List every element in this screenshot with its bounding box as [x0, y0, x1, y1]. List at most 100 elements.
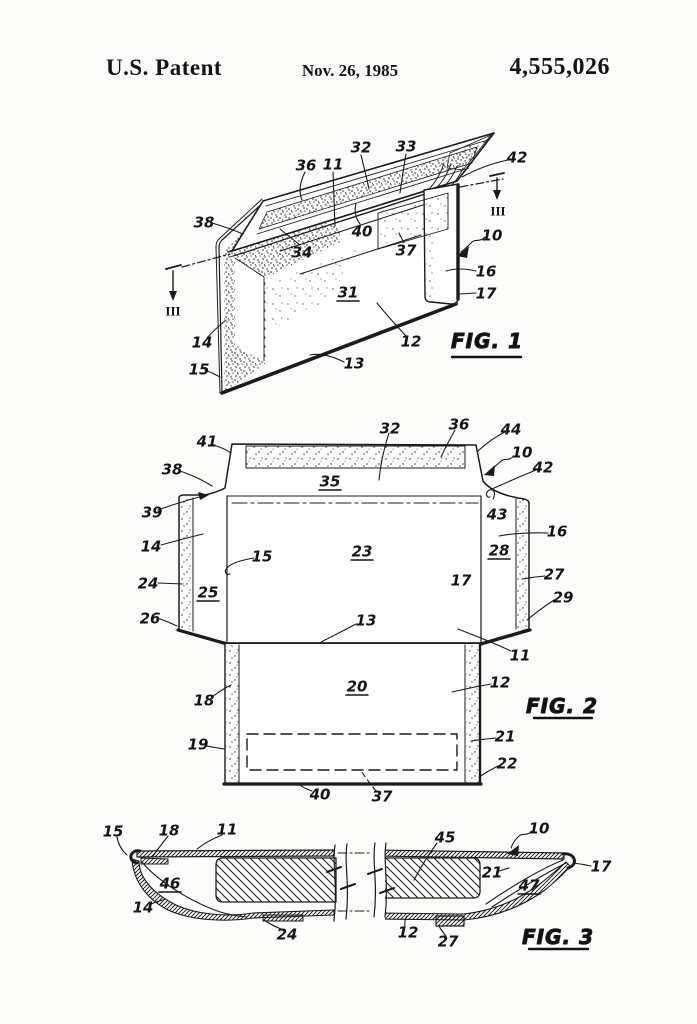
fig1-section-markers	[165, 172, 505, 301]
fig2-bottom-panel	[225, 644, 480, 783]
fig3-right-fold-curl	[561, 852, 576, 870]
patent-number: 4,555,026	[509, 54, 610, 80]
ref-label-fig2-21: 21	[495, 727, 516, 745]
ref-label-fig3-14: 14	[133, 898, 154, 916]
ref-label-fig2-38: 38	[162, 460, 183, 478]
ref-label-fig2-29: 29	[553, 588, 574, 606]
fig1-flap-gum-band	[258, 146, 478, 230]
ref-label-fig1-32: 32	[351, 138, 372, 156]
fig1-envelope-perspective	[215, 132, 495, 395]
fig2-caption: FIG. 2	[526, 694, 598, 718]
fig3-top-wall	[136, 849, 335, 858]
fig3-pad-left	[215, 857, 337, 903]
ref-label-fig2-18: 18	[194, 691, 215, 709]
page-header: U.S. Patent Nov. 26, 1985 4,555,026	[0, 0, 697, 100]
ref-label-fig2-19: 19	[188, 735, 209, 753]
ref-label-fig2-42: 42	[532, 458, 554, 476]
fig1-bottom-fold	[220, 302, 458, 395]
fig2-left-glue-strip	[180, 498, 193, 630]
fig3-right-liner	[485, 859, 567, 908]
ref-label-fig2-25: 25	[198, 583, 219, 601]
ref-label-fig2-12: 12	[490, 673, 511, 691]
ref-label-fig2-44: 44	[500, 420, 522, 438]
ref-label-fig1-33: 33	[396, 137, 417, 155]
fig3-caption: FIG. 3	[522, 925, 594, 949]
fig1-caption: FIG. 1	[451, 329, 523, 353]
fig1-leader-lines	[204, 153, 509, 378]
fig3-break-lines	[333, 842, 387, 922]
ref-label-fig1-40: 40	[351, 222, 373, 240]
fig2-blank-layout	[176, 443, 532, 786]
ref-label-fig2-20: 20	[347, 677, 368, 695]
ref-label-fig2-32: 32	[380, 419, 401, 437]
ref-label-fig1-17: 17	[476, 284, 497, 302]
ref-label-fig2-28: 28	[489, 541, 510, 559]
fig3-cross-section	[129, 838, 576, 927]
ref-label-fig2-41: 41	[196, 432, 218, 450]
ref-label-fig1-42: 42	[506, 148, 528, 166]
fig1-gum-patch	[377, 192, 449, 250]
fig3-left-liner	[140, 857, 169, 865]
fig2-leader-lines	[157, 429, 555, 792]
ref-label-fig2-17: 17	[451, 571, 472, 589]
ref-label-fig3-18: 18	[159, 821, 180, 839]
ref-label-fig2-24: 24	[138, 574, 159, 592]
ref-label-fig3-46: 46	[159, 874, 181, 892]
ref-label-fig2-13: 13	[356, 611, 377, 629]
ref-label-fig2-23: 23	[352, 542, 373, 560]
fig3-left-gusset-line	[141, 861, 248, 918]
fig2-right-glue-strip	[516, 499, 529, 629]
ref-label-fig2-26: 26	[140, 609, 161, 627]
ref-label-fig2-22: 22	[497, 754, 518, 772]
ref-label-fig3-24: 24	[277, 925, 298, 943]
ref-label-fig3-27: 27	[438, 932, 459, 950]
ref-label-fig2-15: 15	[252, 547, 273, 565]
ref-label-fig3-17: 17	[591, 857, 612, 875]
fig2-flap-gum-band	[245, 445, 466, 469]
ref-label-fig2-16: 16	[547, 522, 568, 540]
ref-label-fig2-14: 14	[141, 537, 162, 555]
fig3-leader-lines	[116, 830, 592, 937]
ref-label-fig2-39: 39	[142, 503, 163, 521]
fig3-right-tab	[435, 915, 465, 927]
ref-label-fig2-11: 11	[510, 646, 531, 664]
ref-label-fig2-40: 40	[309, 785, 331, 803]
fig2-hidden-gum-outline	[246, 733, 458, 771]
ref-label-fig1-38: 38	[194, 213, 215, 231]
fig3-bottom-shell-right	[375, 861, 571, 921]
ref-label-fig2-27: 27	[544, 565, 565, 583]
ref-label-fig3-10: 10	[529, 819, 550, 837]
ref-label-fig1-15: 15	[189, 360, 210, 378]
patent-title: U.S. Patent	[106, 55, 223, 80]
patent-date: Nov. 26, 1985	[301, 61, 399, 80]
ref-label-fig2-43: 43	[486, 505, 508, 523]
ref-label-fig2-36: 36	[449, 415, 470, 433]
ref-label-fig3-11: 11	[217, 820, 238, 838]
ref-label-fig1-31: 31	[338, 283, 359, 301]
ref-label-fig2-35: 35	[320, 472, 341, 490]
ref-label-fig1-13: 13	[344, 354, 365, 372]
ref-label-fig2-10: 10	[512, 443, 533, 461]
ref-label-fig3-12: 12	[398, 923, 419, 941]
ref-label-fig1-37: 37	[396, 241, 417, 259]
ref-label-fig1-12: 12	[401, 332, 422, 350]
ref-label-fig1-11: 11	[323, 155, 344, 173]
ref-label-fig1-36: 36	[296, 156, 317, 174]
ref-label-fig3-45: 45	[434, 828, 456, 846]
ref-label-fig3-15: 15	[103, 822, 124, 840]
fig3-pad-right	[379, 857, 481, 899]
ref-label-fig1-10: 10	[482, 226, 503, 244]
ref-label-fig3-21: 21	[482, 863, 503, 881]
fig1-fold-fan	[427, 162, 464, 194]
ref-label-fig1-34: 34	[292, 243, 313, 261]
ref-label-fig1-16: 16	[476, 262, 497, 280]
fig3-left-tab	[262, 914, 304, 922]
